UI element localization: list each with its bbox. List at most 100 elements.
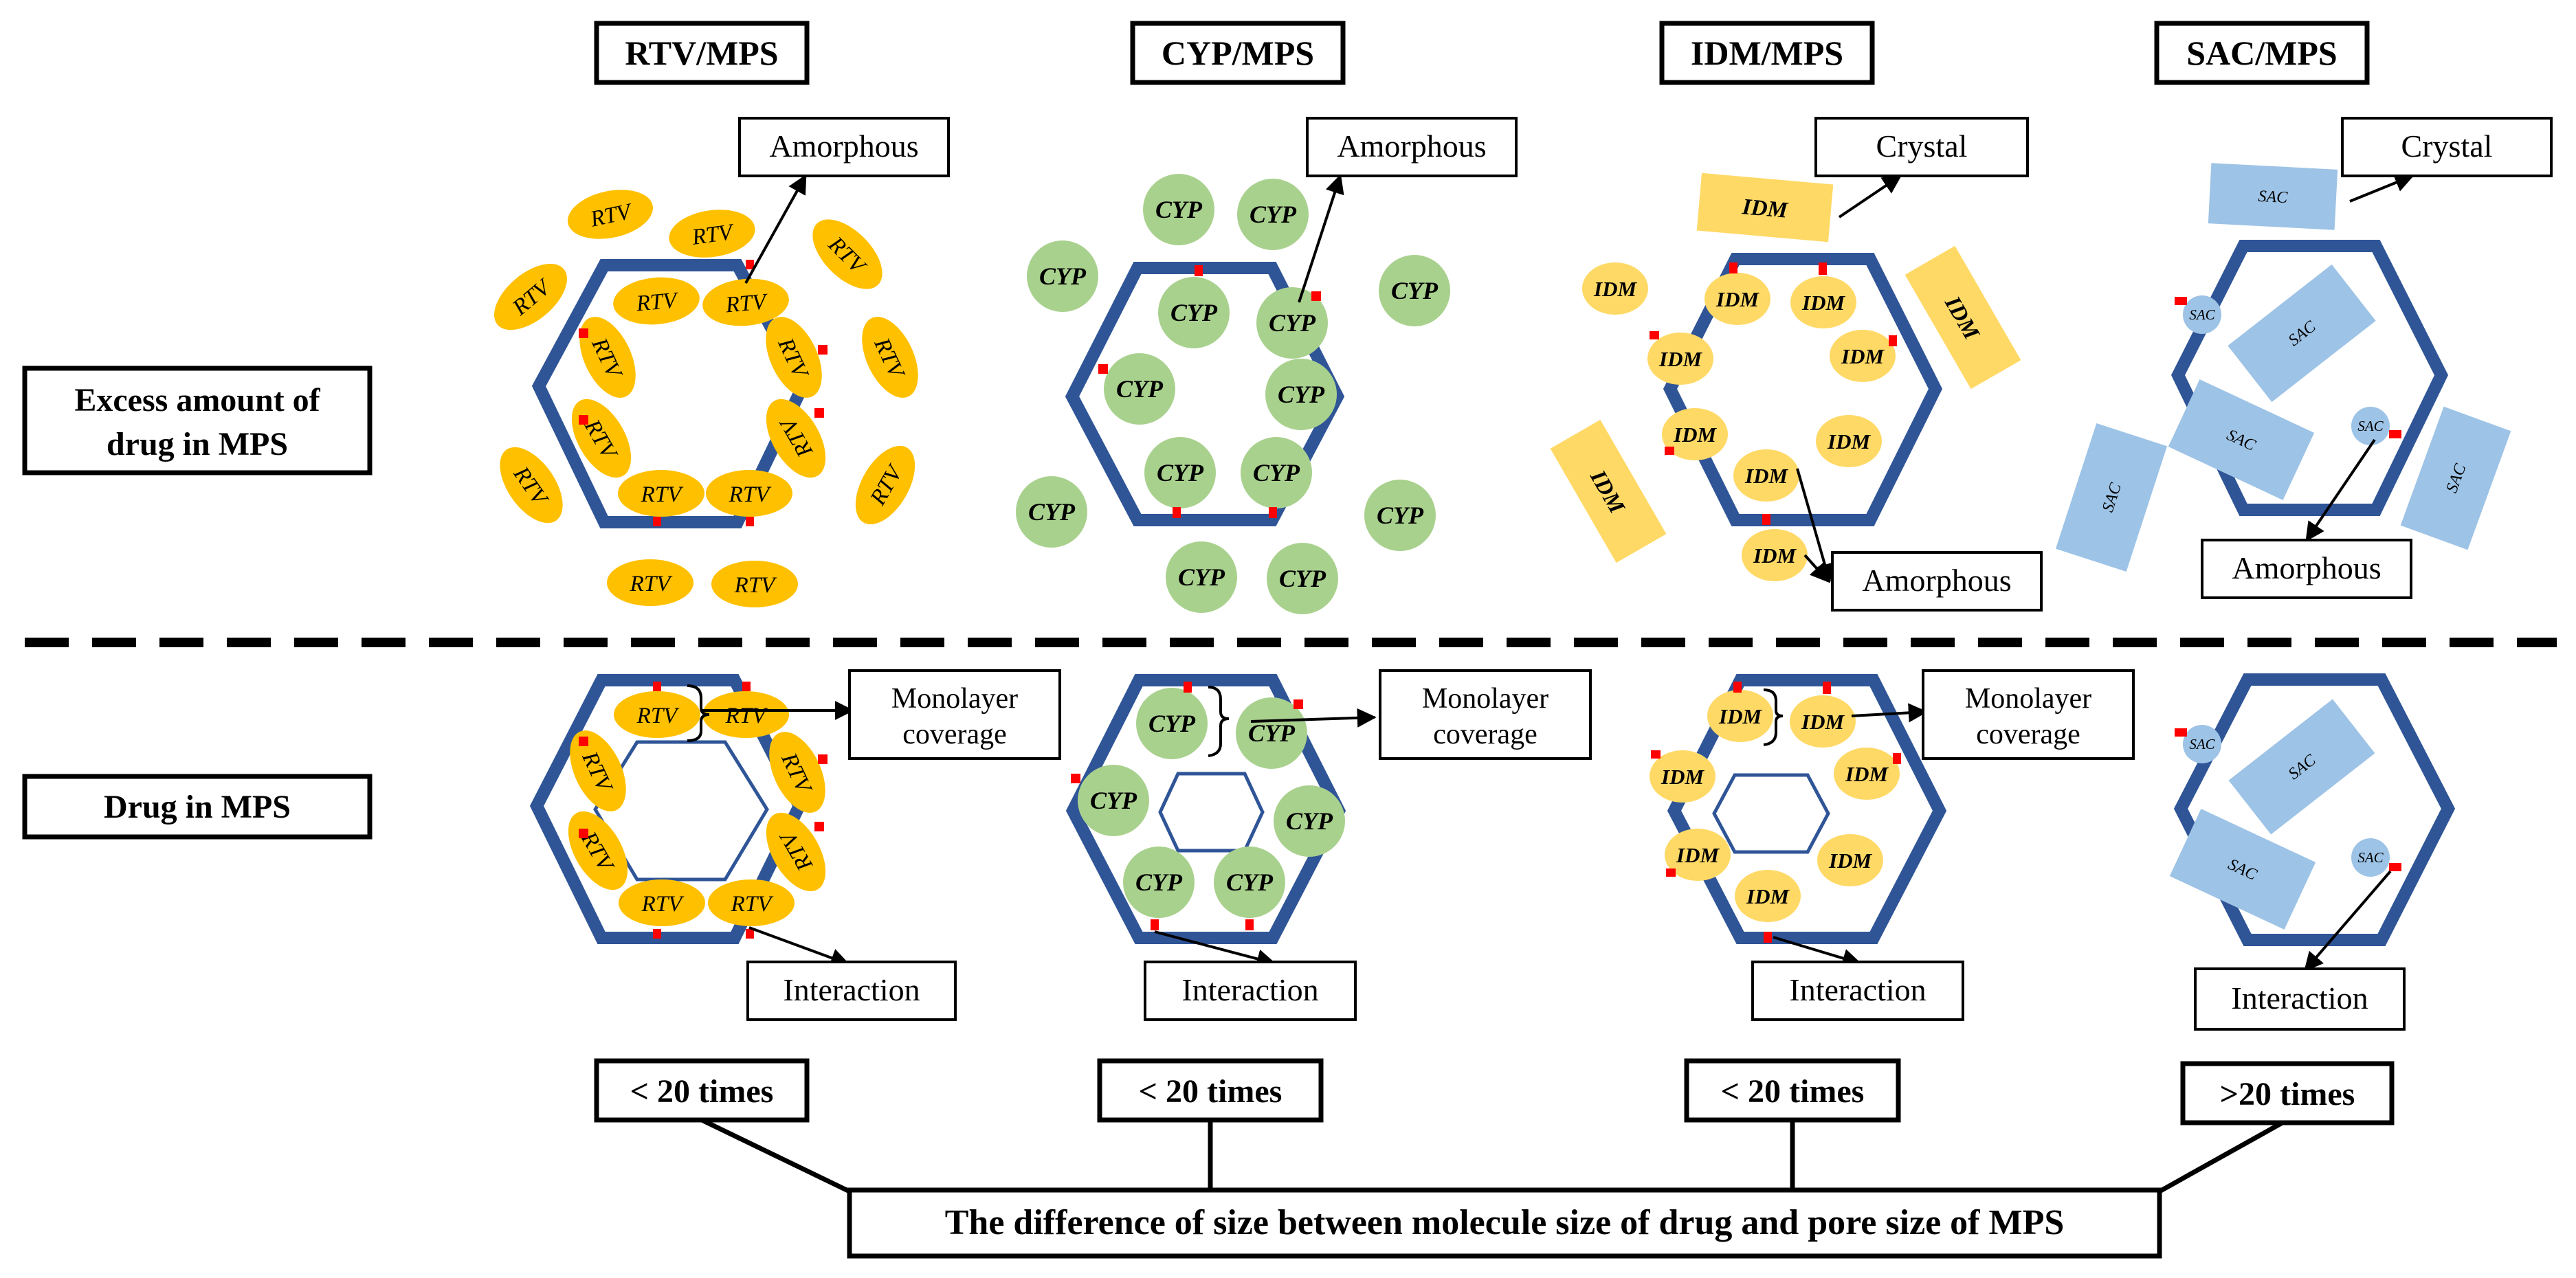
sac-excess-panel: SAC SAC SAC SAC SAC SAC SAC Crystal Amor…	[2055, 117, 2553, 599]
svg-text:RTV: RTV	[641, 482, 685, 507]
amorphous-label: Amorphous	[738, 117, 950, 177]
interaction-label: Interaction	[1751, 961, 1964, 1021]
svg-text:SAC: SAC	[2189, 736, 2215, 752]
svg-text:< 20 times: < 20 times	[1139, 1073, 1283, 1110]
size-ratio-idm: < 20 times	[1684, 1058, 1901, 1123]
svg-text:< 20 times: < 20 times	[1721, 1073, 1865, 1110]
idm-crystals: IDM IDM IDM	[1550, 172, 2021, 563]
svg-text:Interaction: Interaction	[1789, 972, 1926, 1007]
svg-text:IDM: IDM	[1593, 277, 1637, 301]
cyp-drug-panel: CYP CYP CYP CYP CYP CYP Monolayer covera…	[1065, 669, 1592, 1021]
interaction-bonds	[1071, 682, 1303, 930]
monolayer-bracket	[1763, 688, 1784, 746]
mps-pore-hexagon	[1065, 262, 1345, 526]
svg-text:IDM: IDM	[1673, 423, 1717, 447]
monolayer-coverage-label: Monolayer coverage	[1922, 669, 2135, 760]
column-title-idm: IDM/MPS	[1659, 21, 1875, 85]
sac-crystals: SAC SAC	[2169, 699, 2375, 930]
size-ratio-cyp: < 20 times	[1097, 1058, 1324, 1123]
column-titles: RTV/MPS CYP/MPS IDM/MPS SAC/MPS	[594, 21, 2370, 85]
svg-text:CYP: CYP	[1377, 502, 1424, 529]
cyp-excess-panel: CYP CYP CYP CYP CYP CYP CYP CYP CYP CYP …	[1016, 117, 1518, 614]
interaction-bonds	[579, 260, 828, 526]
svg-text:CYP: CYP	[1279, 565, 1326, 592]
svg-text:RTV/MPS: RTV/MPS	[625, 34, 778, 72]
svg-text:CYP: CYP	[1391, 277, 1439, 304]
svg-text:Crystal: Crystal	[1876, 128, 1968, 164]
interaction-label: Interaction	[2194, 967, 2406, 1031]
svg-text:Amorphous: Amorphous	[1337, 128, 1486, 164]
svg-text:CYP: CYP	[1250, 201, 1297, 228]
svg-text:< 20 times: < 20 times	[630, 1073, 774, 1110]
svg-text:CYP: CYP	[1248, 719, 1296, 747]
svg-text:Monolayer: Monolayer	[1965, 683, 2091, 715]
svg-text:IDM: IDM	[1744, 464, 1788, 488]
svg-text:>20 times: >20 times	[2220, 1076, 2355, 1112]
size-ratio-sac: >20 times	[2180, 1061, 2395, 1125]
svg-text:Amorphous: Amorphous	[1862, 563, 2011, 598]
svg-text:RTV: RTV	[630, 572, 674, 596]
svg-text:RTV: RTV	[729, 482, 773, 507]
svg-text:CYP: CYP	[1116, 375, 1164, 403]
amorphous-label: Amorphous	[2201, 539, 2412, 599]
cyp-molecules: CYP CYP CYP CYP CYP CYP CYP CYP CYP CYP …	[1016, 174, 1450, 614]
sac-drug-panel: SAC SAC SAC SAC Interaction	[2169, 673, 2456, 1031]
svg-text:CYP: CYP	[1157, 459, 1204, 486]
monolayer-coverage-label: Monolayer coverage	[848, 669, 1061, 760]
idm-molecules: IDM IDM IDM IDM IDM IDM IDM IDM IDM	[1582, 262, 1896, 581]
rtv-drug-panel: RTV RTV RTV RTV RTV RTV RTV RTV Monolaye…	[529, 669, 1061, 1021]
svg-text:CYP: CYP	[1253, 459, 1300, 486]
mps-pore-hexagon	[1065, 674, 1346, 944]
svg-text:RTV: RTV	[731, 892, 775, 917]
svg-text:CYP: CYP	[1039, 262, 1087, 290]
svg-text:coverage: coverage	[1433, 719, 1537, 750]
svg-text:RTV: RTV	[724, 289, 769, 317]
rtv-excess-panel: RTV RTV RTV RTV RTV RTV RTV RTV RTV RTV …	[494, 117, 950, 607]
crystal-label: Crystal	[1814, 117, 2029, 177]
sac-molecules: SAC SAC	[2183, 725, 2390, 877]
mps-pore-hexagon	[2173, 673, 2456, 946]
svg-text:CYP: CYP	[1148, 710, 1196, 737]
monolayer-bracket	[1208, 686, 1230, 757]
svg-text:Amorphous: Amorphous	[2232, 550, 2381, 585]
interaction-label: Interaction	[746, 961, 957, 1021]
svg-text:CYP/MPS: CYP/MPS	[1162, 34, 1314, 72]
svg-text:Interaction: Interaction	[1181, 972, 1318, 1007]
svg-text:SAC/MPS: SAC/MPS	[2186, 34, 2337, 72]
interaction-bonds	[1650, 262, 1897, 525]
svg-text:Interaction: Interaction	[783, 972, 920, 1007]
svg-text:IDM: IDM	[1827, 429, 1871, 453]
svg-text:RTV: RTV	[690, 220, 737, 250]
svg-text:IDM: IDM	[1718, 704, 1762, 728]
interaction-bonds	[1098, 265, 1321, 518]
svg-text:CYP: CYP	[1269, 309, 1316, 337]
interaction-label: Interaction	[1144, 961, 1357, 1021]
amorphous-label: Amorphous	[1306, 117, 1518, 177]
svg-text:CYP: CYP	[1090, 787, 1137, 814]
inner-pore-hexagon	[1158, 772, 1265, 853]
svg-text:CYP: CYP	[1028, 498, 1076, 526]
column-title-rtv: RTV/MPS	[594, 21, 810, 85]
column-title-sac: SAC/MPS	[2154, 21, 2370, 85]
svg-text:Amorphous: Amorphous	[769, 128, 918, 164]
svg-text:SAC: SAC	[2357, 418, 2384, 434]
crystal-label: Crystal	[2341, 117, 2553, 177]
mps-pore-hexagon	[2170, 240, 2449, 516]
svg-text:IDM: IDM	[1801, 710, 1845, 734]
monolayer-bracket	[687, 684, 710, 742]
interaction-bonds	[1651, 682, 1901, 943]
mps-pore-hexagon	[529, 674, 807, 944]
svg-text:Interaction: Interaction	[2231, 980, 2368, 1016]
monolayer-coverage-label: Monolayer coverage	[1379, 669, 1592, 760]
svg-text:RTV: RTV	[725, 704, 769, 728]
mps-pore-hexagon	[531, 259, 810, 528]
svg-text:Drug in MPS: Drug in MPS	[104, 789, 291, 825]
interaction-bonds	[2175, 728, 2401, 871]
idm-drug-panel: IDM IDM IDM IDM IDM IDM IDM Monolayer co…	[1650, 669, 2135, 1021]
svg-text:IDM: IDM	[1841, 344, 1885, 368]
svg-text:drug in MPS: drug in MPS	[107, 426, 288, 462]
svg-text:SAC: SAC	[2258, 188, 2289, 207]
svg-text:IDM: IDM	[1740, 194, 1790, 223]
sac-crystals: SAC SAC SAC SAC SAC	[2055, 163, 2511, 572]
